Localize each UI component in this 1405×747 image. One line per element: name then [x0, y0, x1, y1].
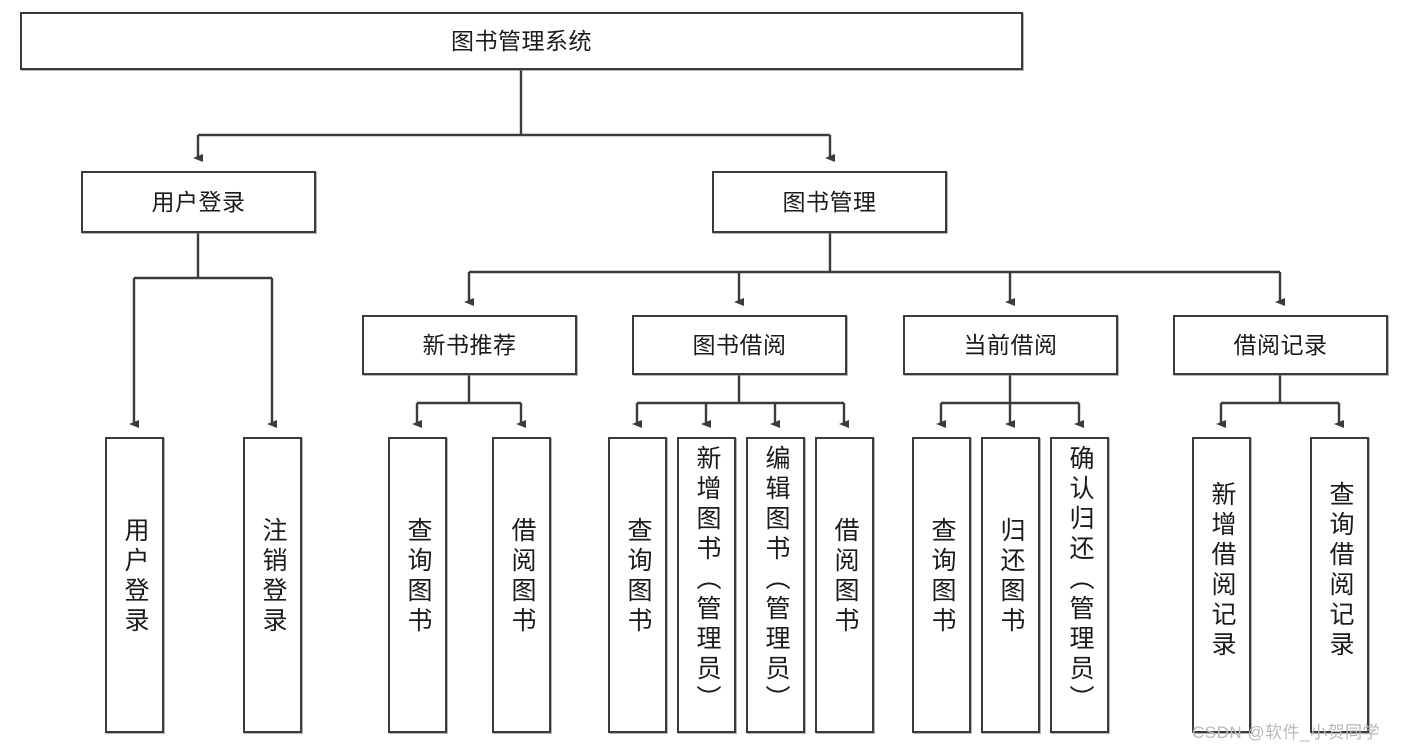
- leaf-query-book-recommend[interactable]: 查询图书: [388, 437, 447, 733]
- node-label: 借阅图书: [831, 517, 859, 637]
- node-borrow-record[interactable]: 借阅记录: [1173, 315, 1388, 375]
- leaf-borrow-book-recommend[interactable]: 借阅图书: [492, 437, 551, 733]
- node-new-book-recommend[interactable]: 新书推荐: [362, 315, 577, 375]
- node-book-management[interactable]: 图书管理: [712, 171, 947, 233]
- leaf-logout-login[interactable]: 注销登录: [243, 437, 302, 733]
- node-label: 编辑图书（管理员）: [762, 445, 790, 715]
- node-label: 查询借阅记录: [1326, 481, 1354, 661]
- node-label: 图书借阅: [692, 331, 787, 358]
- leaf-return-book[interactable]: 归还图书: [981, 437, 1040, 733]
- node-label: 查询图书: [404, 517, 432, 637]
- node-label: 图书管理: [782, 188, 877, 215]
- leaf-confirm-return[interactable]: 确认归还（管理员）: [1050, 437, 1109, 733]
- node-label: 借阅图书: [508, 517, 536, 637]
- node-label: 图书管理系统: [451, 27, 592, 54]
- node-label: 注销登录: [259, 517, 287, 637]
- leaf-query-book-current[interactable]: 查询图书: [912, 437, 971, 733]
- node-label: 归还图书: [997, 517, 1025, 637]
- node-book-borrow[interactable]: 图书借阅: [632, 315, 847, 375]
- node-label: 用户登录: [151, 188, 246, 215]
- node-user-login[interactable]: 用户登录: [81, 171, 316, 233]
- watermark: CSDN @软件_小贺同学: [1192, 723, 1381, 742]
- node-label: 用户登录: [121, 517, 149, 637]
- leaf-query-book-borrow[interactable]: 查询图书: [608, 437, 667, 733]
- leaf-add-borrow-record[interactable]: 新增借阅记录: [1192, 437, 1251, 733]
- node-label: 当前借阅: [963, 331, 1058, 358]
- leaf-add-book[interactable]: 新增图书（管理员）: [677, 437, 736, 733]
- node-label: 新增借阅记录: [1208, 481, 1236, 661]
- node-label: 新增图书（管理员）: [693, 445, 721, 715]
- node-label: 新书推荐: [422, 331, 517, 358]
- leaf-user-login[interactable]: 用户登录: [105, 437, 164, 733]
- node-current-borrow[interactable]: 当前借阅: [903, 315, 1118, 375]
- node-label: 查询图书: [624, 517, 652, 637]
- leaf-borrow-book-borrow[interactable]: 借阅图书: [815, 437, 874, 733]
- leaf-edit-book[interactable]: 编辑图书（管理员）: [746, 437, 805, 733]
- node-label: 借阅记录: [1233, 331, 1328, 358]
- node-root-system[interactable]: 图书管理系统: [20, 12, 1023, 70]
- leaf-query-borrow-record[interactable]: 查询借阅记录: [1310, 437, 1369, 733]
- node-label: 确认归还（管理员）: [1066, 445, 1094, 715]
- node-label: 查询图书: [928, 517, 956, 637]
